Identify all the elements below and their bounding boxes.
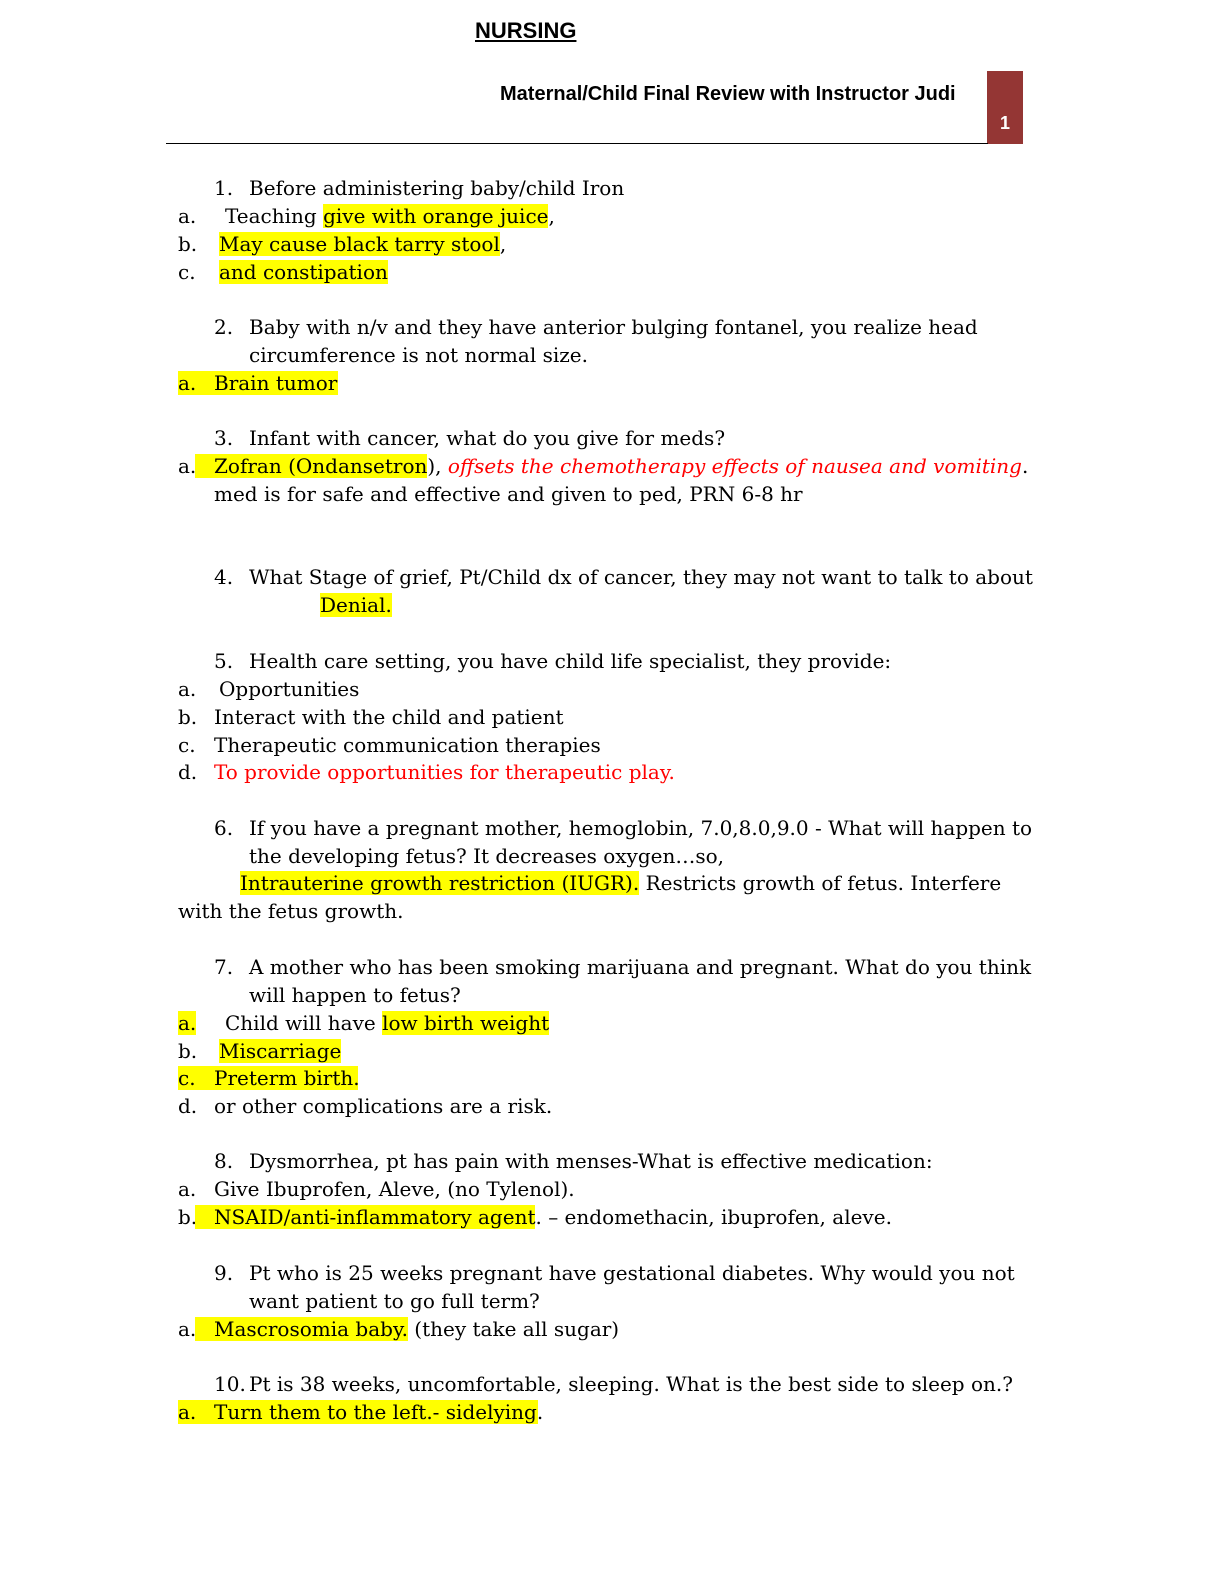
highlight-band	[195, 1317, 214, 1341]
highlight-band	[178, 1066, 358, 1090]
answer-marker: a.	[178, 371, 197, 395]
highlighted-answer: and constipation	[219, 260, 388, 284]
document-title: Maternal/Child Final Review with Instruc…	[500, 83, 956, 105]
question-text: Health care setting, you have child life…	[249, 649, 892, 673]
answer-text: Mascrosomia baby. (they take all sugar)	[214, 1317, 619, 1341]
answer-suffix: ,	[499, 232, 507, 256]
header-divider	[166, 143, 988, 144]
answer-marker: a.	[178, 1400, 197, 1424]
highlighted-answer: low birth weight	[382, 1011, 550, 1035]
question-text: Pt is 38 weeks, uncomfortable, sleeping.…	[249, 1372, 1013, 1396]
answer-marker: b.	[178, 1205, 198, 1229]
answer-marker: a.	[178, 677, 197, 701]
answer-punctuation: ),	[427, 454, 448, 478]
highlight-band	[195, 454, 214, 478]
question-number: 8.	[214, 1149, 234, 1173]
answer-marker: c.	[178, 1066, 196, 1090]
question-number: 7.	[214, 955, 234, 979]
question-number: 3.	[214, 426, 234, 450]
answer-text: Intrauterine growth restriction (IUGR). …	[240, 871, 1001, 895]
answer-marker: a.	[178, 1011, 197, 1035]
answer-text: May cause black tarry stool,	[219, 232, 506, 256]
answer-prefix: Child will have	[225, 1011, 383, 1035]
answer-marker: a.	[178, 454, 197, 478]
highlighted-answer: Denial.	[320, 593, 392, 617]
answer-text: Child will have low birth weight	[225, 1011, 550, 1035]
answer-text: or other complications are a risk.	[214, 1094, 553, 1118]
answer-marker: b.	[178, 1039, 198, 1063]
question-text: A mother who has been smoking marijuana …	[249, 955, 1032, 979]
answer-text: Therapeutic communication therapies	[214, 733, 601, 757]
answer-suffix: Restricts growth of fetus. Interfere	[639, 871, 1002, 895]
question-number: 4.	[214, 565, 234, 589]
question-number: 9.	[214, 1261, 234, 1285]
answer-suffix: . – endomethacin, ibuprofen, aleve.	[535, 1205, 892, 1229]
question-text: Baby with n/v and they have anterior bul…	[249, 315, 978, 339]
answer-text: NSAID/anti-inflammatory agent. – endomet…	[214, 1205, 892, 1229]
answer-marker: b.	[178, 705, 198, 729]
highlight-band	[178, 1400, 538, 1424]
question-text: Pt who is 25 weeks pregnant have gestati…	[249, 1261, 1015, 1285]
answer-marker: d.	[178, 760, 198, 784]
highlighted-answer: NSAID/anti-inflammatory agent	[214, 1205, 536, 1229]
highlighted-answer: Mascrosomia baby.	[214, 1317, 408, 1341]
answer-marker: d.	[178, 1094, 198, 1118]
question-text: Infant with cancer, what do you give for…	[249, 426, 726, 450]
question-text: the developing fetus? It decreases oxyge…	[249, 844, 725, 868]
answer-text: Brain tumor	[214, 371, 338, 395]
question-number: 10.	[214, 1372, 246, 1396]
emphasized-note: offsets the chemotherapy effects of naus…	[447, 454, 1022, 478]
answer-text: Teaching give with orange juice,	[225, 204, 555, 228]
question-number: 2.	[214, 315, 234, 339]
answer-marker: a.	[178, 1177, 197, 1201]
answer-text: Give Ibuprofen, Aleve, (no Tylenol).	[214, 1177, 575, 1201]
answer-text: med is for safe and effective and given …	[214, 482, 803, 506]
highlighted-answer: Intrauterine growth restriction (IUGR).	[240, 871, 640, 895]
page-heading: NURSING	[475, 18, 577, 43]
question-text: will happen to fetus?	[249, 983, 461, 1007]
answer-text: Opportunities	[219, 677, 360, 701]
question-number: 5.	[214, 649, 234, 673]
question-text: Dysmorrhea, pt has pain with menses-What…	[249, 1149, 933, 1173]
answer-marker: a.	[178, 204, 197, 228]
answer-suffix: ,	[548, 204, 555, 228]
answer-marker: c.	[178, 260, 196, 284]
question-text: circumference is not normal size.	[249, 343, 588, 367]
page-number-box: 1	[987, 71, 1023, 144]
page-number: 1	[999, 113, 1010, 133]
answer-text: Preterm birth.	[214, 1066, 360, 1090]
question-text: What Stage of grief, Pt/Child dx of canc…	[249, 565, 1033, 589]
highlighted-answer: give with orange juice	[323, 204, 549, 228]
answer-marker: b.	[178, 232, 198, 256]
answer-marker: c.	[178, 733, 196, 757]
question-text: Before administering baby/child Iron	[249, 176, 625, 200]
highlighted-answer: Zofran (Ondansetron	[214, 454, 428, 478]
question-number: 6.	[214, 816, 234, 840]
answer-text: with the fetus growth.	[178, 899, 404, 923]
answer-prefix: Teaching	[225, 204, 324, 228]
answer-suffix: (they take all sugar)	[407, 1317, 620, 1341]
question-text: If you have a pregnant mother, hemoglobi…	[249, 816, 1033, 840]
highlight-band	[178, 371, 338, 395]
highlighted-answer: May cause black tarry stool	[219, 232, 500, 256]
question-number: 1.	[214, 176, 234, 200]
answer-suffix: .	[1021, 454, 1029, 478]
question-text: want patient to go full term?	[249, 1289, 540, 1313]
answer-marker: a.	[178, 1317, 197, 1341]
answer-text: Turn them to the left.- sidelying.	[214, 1400, 544, 1424]
answer-text: Interact with the child and patient	[214, 705, 564, 729]
answer-text: To provide opportunities for therapeutic…	[214, 760, 675, 784]
answer-text: Zofran (Ondansetron), offsets the chemot…	[214, 454, 1028, 478]
highlighted-answer: Miscarriage	[219, 1039, 342, 1063]
highlight-band	[195, 1205, 214, 1229]
